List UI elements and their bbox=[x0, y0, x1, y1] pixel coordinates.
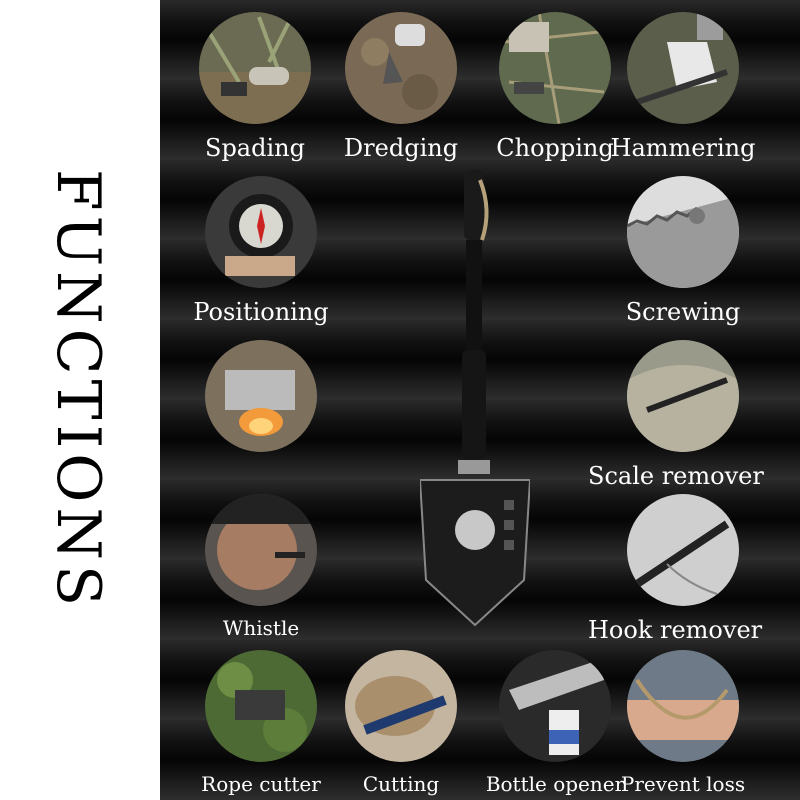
whistle-photo-icon bbox=[205, 494, 317, 606]
feature-label: Prevent loss bbox=[620, 772, 746, 796]
compass-photo-icon bbox=[205, 176, 317, 288]
fish-scale-photo-icon bbox=[627, 340, 739, 452]
rope-cutter-photo-icon bbox=[205, 650, 317, 762]
feature-label: Dredging bbox=[343, 134, 459, 162]
feature-screwing: Screwing bbox=[608, 176, 758, 326]
feature-label: Hammering bbox=[610, 134, 756, 162]
feature-label: Screwing bbox=[625, 298, 741, 326]
chopping-photo-icon bbox=[499, 12, 611, 124]
feature-label: Chopping bbox=[496, 134, 614, 162]
feature-positioning: Positioning bbox=[186, 176, 336, 326]
feature-cutting: Cutting bbox=[326, 650, 476, 796]
shovel-icon bbox=[420, 170, 530, 627]
feature-prevent-loss: Prevent loss bbox=[608, 650, 758, 796]
feature-bottle-opener: Bottle opener bbox=[480, 650, 630, 796]
hook-photo-icon bbox=[627, 494, 739, 606]
feature-label: Cutting bbox=[362, 772, 440, 796]
feature-label: Rope cutter bbox=[201, 772, 321, 796]
feature-chopping: Chopping bbox=[480, 12, 630, 162]
feature-label: Spading bbox=[205, 134, 305, 162]
feature-hammering: Hammering bbox=[608, 12, 758, 162]
bottle-opener-photo-icon bbox=[499, 650, 611, 762]
screwing-photo-icon bbox=[627, 176, 739, 288]
feature-hook-remover: Hook remover bbox=[588, 494, 762, 644]
feature-label: Bottle opener bbox=[485, 772, 625, 796]
spading-photo-icon bbox=[199, 12, 311, 124]
feature-label: Scale remover bbox=[588, 462, 764, 490]
feature-label: Positioning bbox=[193, 298, 329, 326]
feature-rope-cutter: Rope cutter bbox=[186, 650, 336, 796]
feature-label: Hook remover bbox=[588, 616, 763, 644]
dredging-photo-icon bbox=[345, 12, 457, 124]
left-panel: FUNCTIONS bbox=[0, 0, 160, 800]
functions-title: FUNCTIONS bbox=[43, 168, 113, 612]
feature-dredging: Dredging bbox=[326, 12, 476, 162]
feature-whistle: Whistle bbox=[186, 494, 336, 640]
lanyard-photo-icon bbox=[627, 650, 739, 762]
feature-label: Whistle bbox=[222, 616, 300, 640]
feature-scale-remover: Scale remover bbox=[588, 340, 764, 490]
feature-spading: Spading bbox=[180, 12, 330, 162]
fire-photo-icon bbox=[205, 340, 317, 452]
hammering-photo-icon bbox=[627, 12, 739, 124]
cutting-photo-icon bbox=[345, 650, 457, 762]
feature-fire bbox=[186, 340, 336, 452]
